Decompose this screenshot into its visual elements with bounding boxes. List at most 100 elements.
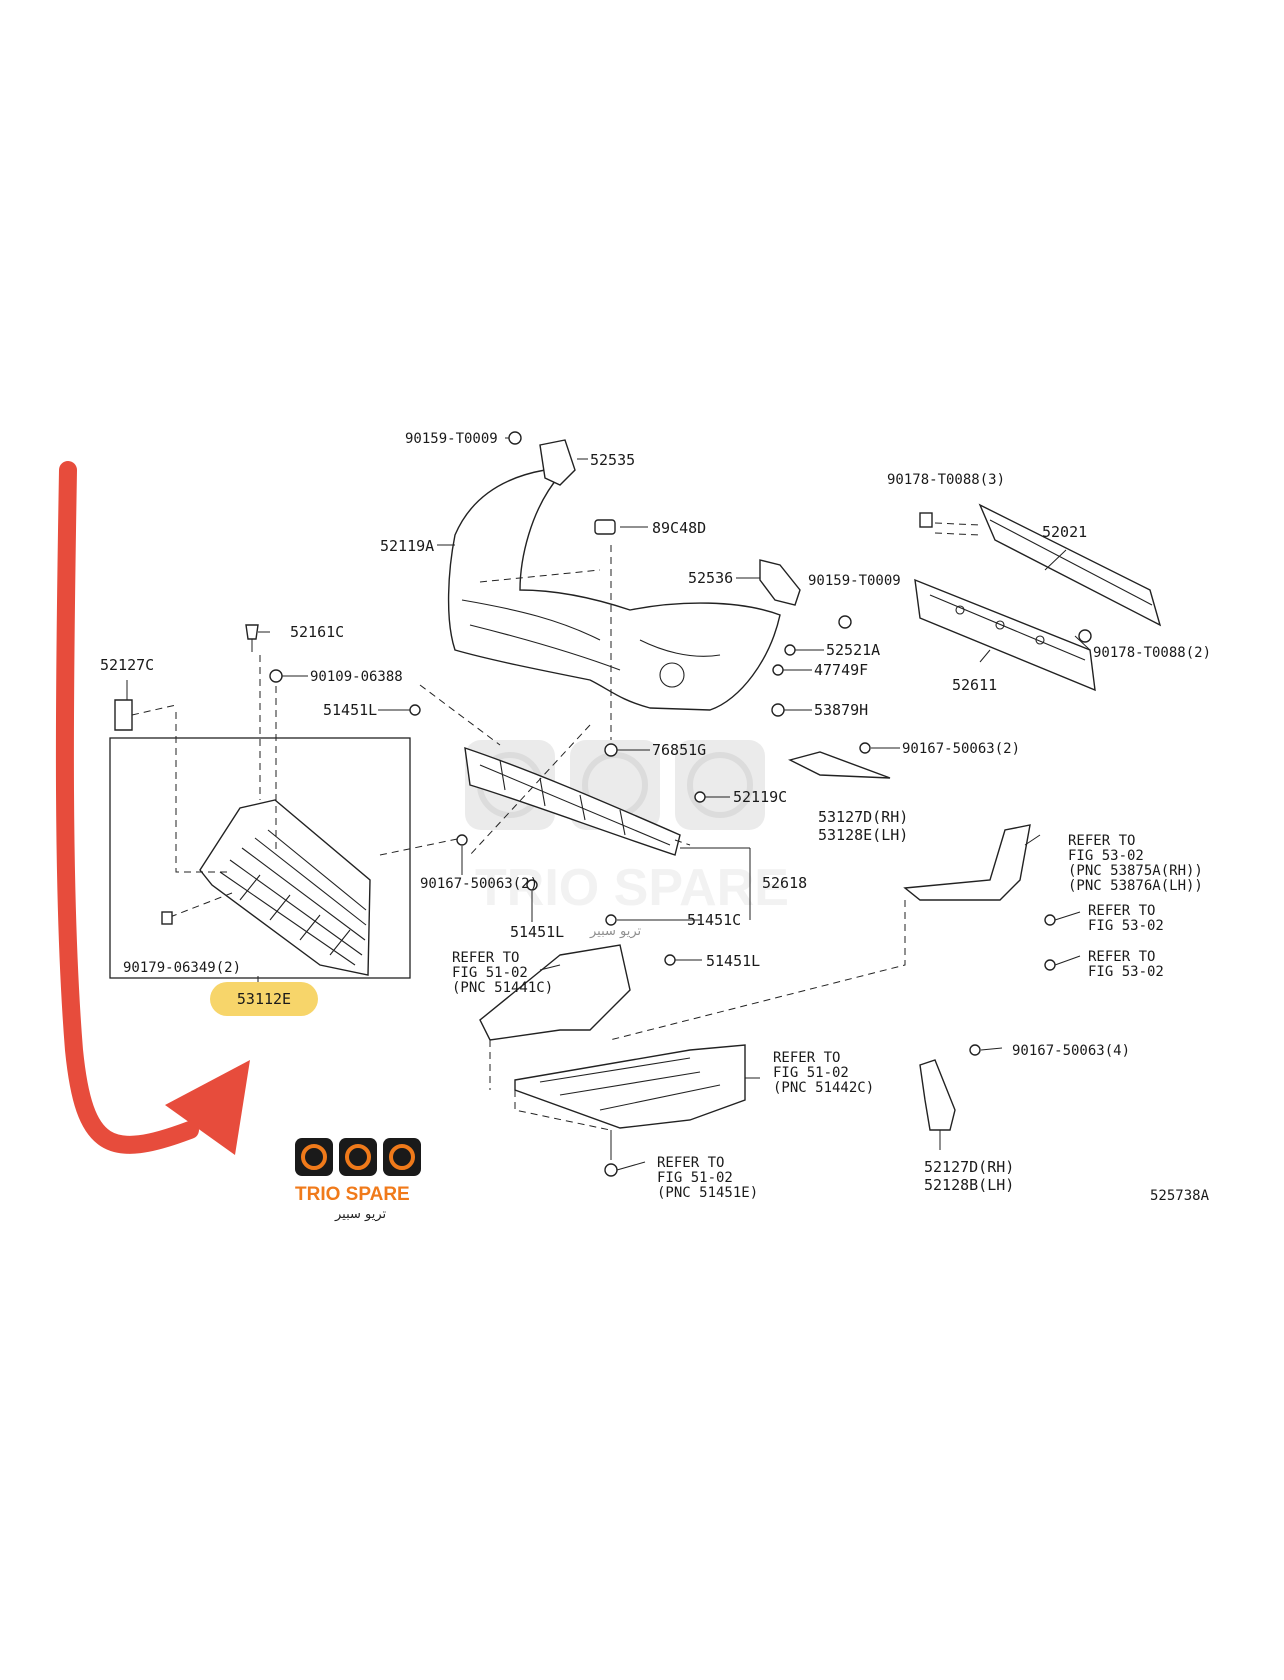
brand-logo: TRIO SPARE تريو سبير [295,1138,421,1222]
clip-76851g [604,743,618,757]
ref-51441c-2: FIG 51-02 [452,965,528,981]
label-51451l-b: 51451L [510,923,564,941]
leader-lines [126,437,1091,1171]
clip-51451l-b [526,879,538,891]
side-under-cover [903,824,1031,901]
red-arrow [55,461,250,1155]
lower-grille-part [199,799,371,976]
engine-under-cover [479,944,746,1177]
ref-53-a-1: REFER TO [1068,833,1135,849]
nut-90179 [161,911,173,925]
label-53128e: 53128E(LH) [818,826,908,844]
clip-52127c [114,699,133,731]
highlighted-part-badge: 53112E [210,982,318,1016]
ref-53-a-2: FIG 53-02 [1068,848,1144,864]
screw-90109 [269,669,283,683]
label-52611: 52611 [952,676,997,694]
nut-90167-c [969,1044,981,1056]
energy-absorber [914,578,1096,692]
clip-52161c [245,624,259,640]
label-52127d: 52127D(RH) [924,1158,1014,1176]
screw-90159-top [508,431,522,445]
clip-51451l-a [409,704,421,716]
refer-53-clip [1044,914,1056,926]
diagram-code: 525738A [1150,1188,1210,1204]
ref-53-a-4: (PNC 53876A(LH)) [1068,878,1203,894]
bracket-52536 [759,559,801,606]
ref-53-b-2: FIG 53-02 [1088,918,1164,934]
clip-51451c [605,914,617,926]
ref-51441c-3: (PNC 51441C) [452,980,553,996]
clip-53879h [771,703,785,717]
label-53127d: 53127D(RH) [818,808,908,826]
fog-cover-52127d [919,1059,956,1131]
label-89c48d: 89C48D [652,519,706,537]
nut-90178-a [919,512,933,528]
ref-51451e-2: FIG 51-02 [657,1170,733,1186]
label-90178-a: 90178-T0088(3) [887,472,1005,488]
label-52127c: 52127C [100,656,154,674]
brand-name: TRIO SPARE [295,1184,410,1205]
label-51451l-a: 51451L [323,701,377,719]
brand-arabic: تريو سبير [334,1207,387,1222]
label-52119a: 52119A [380,537,434,555]
label-52618: 52618 [762,874,807,892]
clip-52119c [694,791,706,803]
clip-52521a [784,644,796,656]
grille-assembly [109,624,463,985]
brand-icon-1 [295,1138,333,1176]
bumper-cover [447,469,781,740]
part-labels: 90159-T0009 52535 90178-T0088(3) 89C48D … [100,431,1211,1194]
sensor-89c48d [594,519,616,535]
label-51451l-c: 51451L [706,952,760,970]
label-52119c: 52119C [733,788,787,806]
bracket-53127d [788,751,891,779]
label-76851g: 76851G [652,741,706,759]
label-52021: 52021 [1042,523,1087,541]
label-53879h: 53879H [814,701,868,719]
ref-53-c-2: FIG 53-02 [1088,964,1164,980]
label-90167-c: 90167-50063(4) [1012,1043,1130,1059]
nut-90167-a [859,742,871,754]
ref-51451e-1: REFER TO [657,1155,724,1171]
ref-53-c-1: REFER TO [1088,949,1155,965]
label-90159-top: 90159-T0009 [405,431,498,447]
ref-53-a-3: (PNC 53875A(RH)) [1068,863,1203,879]
label-52128b: 52128B(LH) [924,1176,1014,1194]
bolt-51451e [604,1163,618,1177]
label-51451c: 51451C [687,911,741,929]
ref-51442c-3: (PNC 51442C) [773,1080,874,1096]
label-52536: 52536 [688,569,733,587]
brand-icon-3 [383,1138,421,1176]
label-52161c: 52161C [290,623,344,641]
ref-51442c-1: REFER TO [773,1050,840,1066]
ref-51442c-2: FIG 51-02 [773,1065,849,1081]
nut-90178-b [1078,629,1092,643]
brand-icon-2 [339,1138,377,1176]
reference-notes: REFER TO FIG 53-02 (PNC 53875A(RH)) (PNC… [452,833,1203,1201]
clip-51451l-c [664,954,676,966]
ref-51441c-1: REFER TO [452,950,519,966]
label-90159-mid: 90159-T0009 [808,573,901,589]
label-52521a: 52521A [826,641,880,659]
screw-90159-mid [838,615,852,629]
refer-53-bolt [1044,959,1056,971]
label-52535: 52535 [590,451,635,469]
label-90109: 90109-06388 [310,669,403,685]
highlighted-part-number: 53112E [237,990,291,1008]
label-90167-b: 90167-50063(2) [420,876,538,892]
clip-47749f [772,664,784,676]
grille-group-box [109,737,411,979]
ref-53-b-1: REFER TO [1088,903,1155,919]
label-90179: 90179-06349(2) [123,960,241,976]
nut-90167-b [456,834,468,846]
lower-absorber [409,684,706,966]
bumper-reinforcement [919,503,1162,643]
watermark-arabic: تريو سبير [589,924,642,939]
label-47749f: 47749F [814,661,868,679]
label-90167-a: 90167-50063(2) [902,741,1020,757]
ref-51451e-3: (PNC 51451E) [657,1185,758,1201]
label-90178-b: 90178-T0088(2) [1093,645,1211,661]
